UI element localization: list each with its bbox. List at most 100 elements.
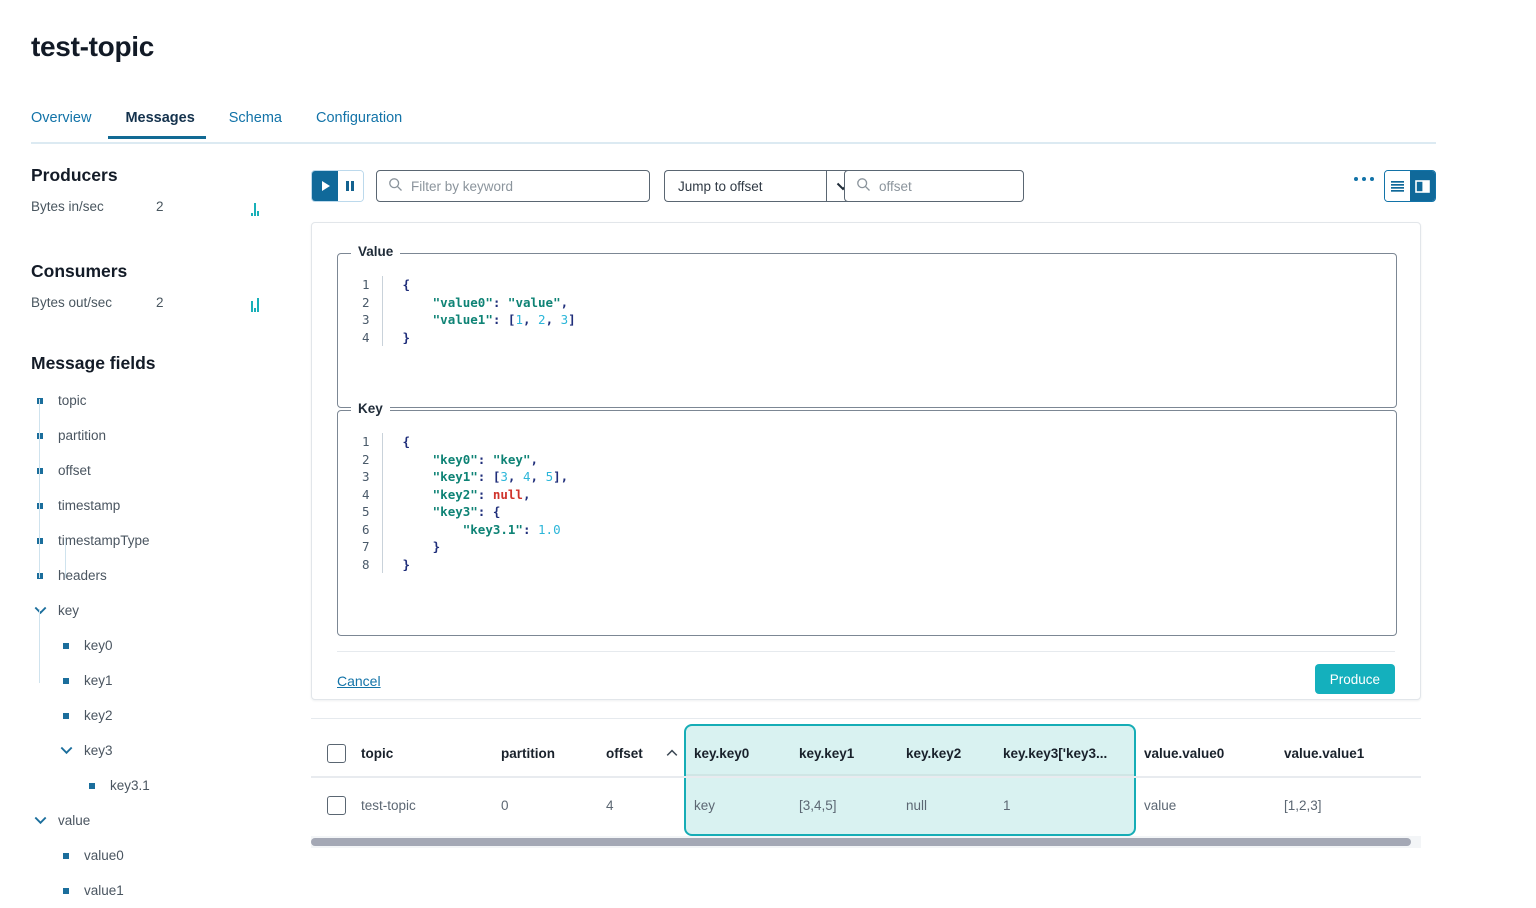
jump-to-offset-select[interactable]: Jump to offset (664, 170, 840, 202)
column-header-topic[interactable]: topic (361, 730, 501, 776)
messages-toolbar: Filter by keyword Jump to offset offset (311, 170, 1436, 204)
column-header-offset[interactable]: offset (606, 730, 684, 776)
bullet-icon (31, 572, 49, 579)
code-line: } (432, 539, 441, 554)
field-item-timestamp[interactable]: timestamp (31, 488, 293, 523)
column-header-value-value1[interactable]: value.value1 (1284, 730, 1414, 776)
field-item-timestampType[interactable]: timestampType (31, 523, 293, 558)
code-line: "key1": [3, 4, 5], (432, 469, 569, 484)
table-horizontal-scrollbar[interactable] (311, 836, 1421, 848)
column-header-value-value0[interactable]: value.value0 (1144, 730, 1284, 776)
bullet-icon (31, 502, 49, 509)
cell-value-value0: value (1144, 797, 1177, 813)
line-number: 3 (362, 312, 370, 327)
chevron-down-icon (31, 606, 49, 615)
offset-search-input[interactable]: offset (844, 170, 1024, 202)
field-item-label: key0 (84, 638, 113, 653)
highlighted-columns-region (684, 724, 1136, 836)
column-header-key-key0[interactable]: key.key0 (694, 730, 789, 776)
pause-icon (346, 181, 355, 191)
field-item-value1[interactable]: value1 (31, 873, 293, 908)
column-header-key-key3[interactable]: key.key3['key3... (1003, 730, 1138, 776)
bullet-icon (57, 642, 75, 649)
field-item-topic[interactable]: topic (31, 383, 293, 418)
scrollbar-thumb[interactable] (311, 838, 1411, 846)
column-header-key-key1[interactable]: key.key1 (799, 730, 906, 776)
value-code-lines: { "value0": "value", "value1": [1, 2, 3]… (383, 276, 576, 346)
column-header-label: value.value1 (1284, 745, 1365, 761)
play-icon (321, 181, 330, 191)
field-item-label: value (58, 813, 91, 828)
field-item-key1[interactable]: key1 (31, 663, 293, 698)
cell-key-key3: 1 (1003, 797, 1011, 813)
produce-button[interactable]: Produce (1314, 664, 1395, 694)
filter-input[interactable]: Filter by keyword (376, 170, 650, 202)
code-line: "key2": null, (432, 486, 531, 502)
row-select-checkbox[interactable] (326, 795, 346, 815)
line-number: 4 (362, 486, 370, 502)
field-item-value0[interactable]: value0 (31, 838, 293, 873)
field-item-key2[interactable]: key2 (31, 698, 293, 733)
tab-messages[interactable]: Messages (108, 110, 211, 139)
producers-metric-label: Bytes in/sec (31, 198, 104, 214)
line-number: 6 (362, 521, 370, 537)
tree-guide-line (39, 399, 40, 578)
value-legend: Value (351, 244, 401, 259)
field-item-partition[interactable]: partition (31, 418, 293, 453)
field-item-value[interactable]: value (31, 803, 293, 838)
field-item-label: value1 (84, 883, 124, 898)
column-header-label: topic (361, 745, 394, 761)
producers-sparkline-icon (251, 196, 265, 216)
tab-schema[interactable]: Schema (228, 110, 282, 126)
field-item-label: key (58, 603, 80, 618)
column-header-partition[interactable]: partition (501, 730, 606, 776)
key-code-lines: { "key0": "key", "key1": [3, 4, 5], "key… (383, 433, 569, 573)
bullet-icon (57, 887, 75, 894)
sort-asc-icon[interactable] (659, 749, 678, 757)
more-options-icon[interactable] (1354, 177, 1374, 181)
search-icon (388, 177, 403, 195)
field-item-label: key2 (84, 708, 113, 723)
row-select-cell (311, 780, 361, 830)
consumers-metric-value: 2 (156, 294, 164, 310)
code-line: "key3.1": 1.0 (462, 521, 561, 537)
column-header-key-key2[interactable]: key.key2 (906, 730, 1003, 776)
bullet-icon (31, 432, 49, 439)
key-legend: Key (351, 401, 390, 416)
cancel-link[interactable]: Cancel (337, 673, 381, 689)
field-item-label: timestampType (58, 533, 150, 548)
tree-guide-line (39, 609, 40, 683)
tab-overview[interactable]: Overview (31, 110, 92, 126)
field-item-key3[interactable]: key3 (31, 733, 293, 768)
cell-topic: test-topic (361, 797, 416, 813)
field-item-label: key3.1 (110, 778, 150, 793)
field-item-key[interactable]: key (31, 593, 293, 628)
split-view-icon (1415, 179, 1430, 193)
line-number: 1 (362, 277, 370, 292)
tab-configuration[interactable]: Configuration (315, 110, 403, 126)
split-view-button[interactable] (1410, 171, 1435, 201)
tab-bar: Overview Messages Schema Configuration (31, 110, 1436, 144)
bullet-icon (57, 852, 75, 859)
column-header-label: key.key0 (694, 745, 750, 761)
field-item-key3-1[interactable]: key3.1 (31, 768, 293, 803)
play-button[interactable] (312, 171, 338, 201)
line-number: 2 (362, 294, 370, 310)
code-line: "value1": [1, 2, 3] (432, 312, 576, 327)
pause-button[interactable] (337, 171, 363, 201)
select-all-checkbox[interactable] (326, 743, 346, 763)
field-item-offset[interactable]: offset (31, 453, 293, 488)
field-item-headers[interactable]: headers (31, 558, 293, 593)
list-view-button[interactable] (1385, 171, 1410, 201)
bullet-icon (31, 537, 49, 544)
field-item-key0[interactable]: key0 (31, 628, 293, 663)
field-item-label: value0 (84, 848, 124, 863)
